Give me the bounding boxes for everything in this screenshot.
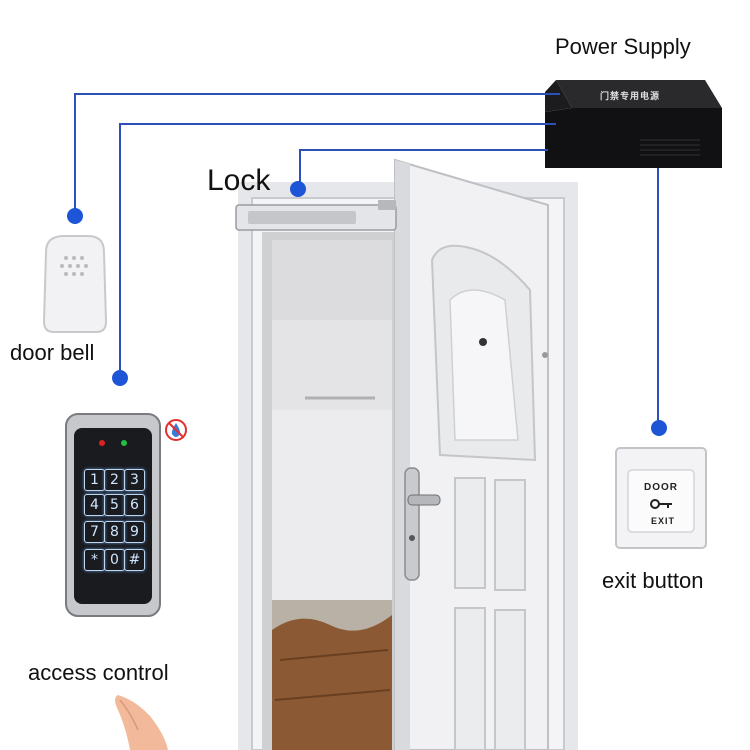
exit-plate-exit-text: EXIT <box>651 516 676 526</box>
lock-label: Lock <box>207 164 271 197</box>
no-water-icon <box>165 419 187 441</box>
dot-door-bell <box>67 208 83 224</box>
access-control-label: access control <box>28 660 169 685</box>
keypad-key: 4 <box>84 494 105 516</box>
power-supply-icon <box>545 80 722 168</box>
keypad-key: # <box>124 549 145 571</box>
wire-door-bell <box>74 93 560 216</box>
wire-lock <box>299 149 548 188</box>
keypad-key: 9 <box>124 521 145 543</box>
connection-dots <box>67 181 667 436</box>
keypad-key: 3 <box>124 469 145 491</box>
keypad-key: 7 <box>84 521 105 543</box>
dot-access-control <box>112 370 128 386</box>
exit-plate-door-text: DOOR <box>644 482 678 493</box>
keypad-key: 0 <box>104 549 125 571</box>
wire-access-control <box>119 123 556 378</box>
keypad-key: 8 <box>104 521 125 543</box>
exit-button-icon <box>615 447 707 549</box>
dot-exit-button <box>651 420 667 436</box>
keypad-key: 2 <box>104 469 125 491</box>
door-bell-icon <box>42 235 108 333</box>
power-supply-box-label: 门禁专用电源 <box>600 91 661 101</box>
magnetic-lock-icon <box>235 200 397 231</box>
keypad-key: 5 <box>104 494 125 516</box>
wires <box>74 93 659 428</box>
door-handle-icon <box>404 467 441 581</box>
finger-icon <box>115 695 168 750</box>
power-supply-label: Power Supply <box>555 34 691 59</box>
door-bell-label: door bell <box>10 340 95 365</box>
wooden-floor <box>272 615 392 750</box>
door-leaf <box>394 158 549 750</box>
keypad-key: 6 <box>124 494 145 516</box>
exit-button-label: exit button <box>602 568 704 593</box>
keypad-key: 1 <box>84 469 105 491</box>
keypad-key: * <box>84 549 105 571</box>
dot-lock <box>290 181 306 197</box>
